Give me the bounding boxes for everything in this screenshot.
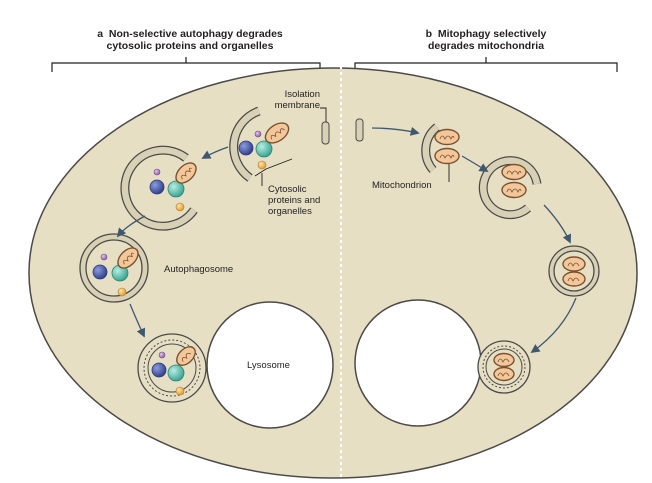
panel-a-title: a Non-selective autophagy degrades cytos… bbox=[70, 28, 310, 52]
cytosolic-label-1: Cytosolic bbox=[268, 184, 307, 195]
mito-phagophore-2 bbox=[478, 156, 542, 220]
phagophore-stage-1 bbox=[229, 106, 290, 182]
panel-a-letter: a bbox=[97, 28, 104, 40]
panel-a-title-text-1: Non-selective autophagy degrades bbox=[108, 28, 283, 40]
arrow-a-3 bbox=[129, 303, 146, 338]
autophagosome bbox=[79, 233, 149, 303]
arrow-a-2 bbox=[116, 215, 146, 238]
lysosome-label: Lysosome bbox=[247, 360, 290, 371]
isolation-membrane-fragment-b bbox=[355, 118, 364, 142]
autolysosome-a bbox=[137, 333, 207, 403]
lysosome-b bbox=[354, 299, 482, 427]
isolation-membrane-label: Isolation membrane bbox=[268, 89, 320, 111]
mito-autolysosome bbox=[477, 340, 531, 394]
bracket-b bbox=[354, 57, 618, 72]
panel-b-title-line2: degrades mitochondria bbox=[427, 40, 545, 52]
isolation-membrane-label-2: membrane bbox=[274, 100, 320, 111]
cytosolic-label: Cytosolic proteins and organelles bbox=[268, 184, 320, 217]
arrow-b-2 bbox=[461, 155, 489, 172]
isolation-membrane-label-1: Isolation bbox=[284, 89, 320, 100]
arrow-b-3 bbox=[543, 204, 571, 244]
arrow-b-4 bbox=[530, 297, 577, 354]
panel-b-title-line1: b Mitophagy selectively bbox=[396, 28, 576, 40]
cargo-bracket bbox=[254, 158, 293, 186]
panel-a-title-line1: a Non-selective autophagy degrades bbox=[70, 28, 310, 40]
autophagosome-label: Autophagosome bbox=[164, 264, 234, 275]
panel-a-title-line2: cytosolic proteins and organelles bbox=[106, 40, 274, 52]
bracket-a bbox=[51, 57, 321, 72]
isolation-membrane-pointer bbox=[320, 107, 327, 122]
cytosolic-label-2: proteins and bbox=[268, 195, 321, 206]
isolation-membrane-fragment-a bbox=[321, 121, 330, 145]
arrow-a-1 bbox=[201, 146, 229, 159]
mitophagosome bbox=[548, 245, 600, 297]
lysosome-a bbox=[206, 301, 334, 429]
panel-b-title: b Mitophagy selectively degrades mitocho… bbox=[396, 28, 576, 52]
arrow-b-1 bbox=[371, 126, 420, 136]
mito-phagophore-1 bbox=[421, 123, 460, 173]
phagophore-stage-2 bbox=[120, 145, 198, 231]
panel-b-letter: b bbox=[425, 28, 433, 40]
panel-b-title-text-1: Mitophagy selectively bbox=[437, 28, 547, 40]
mitochondrion-label: Mitochondrion bbox=[372, 180, 432, 191]
cytosolic-label-3: organelles bbox=[268, 206, 312, 217]
